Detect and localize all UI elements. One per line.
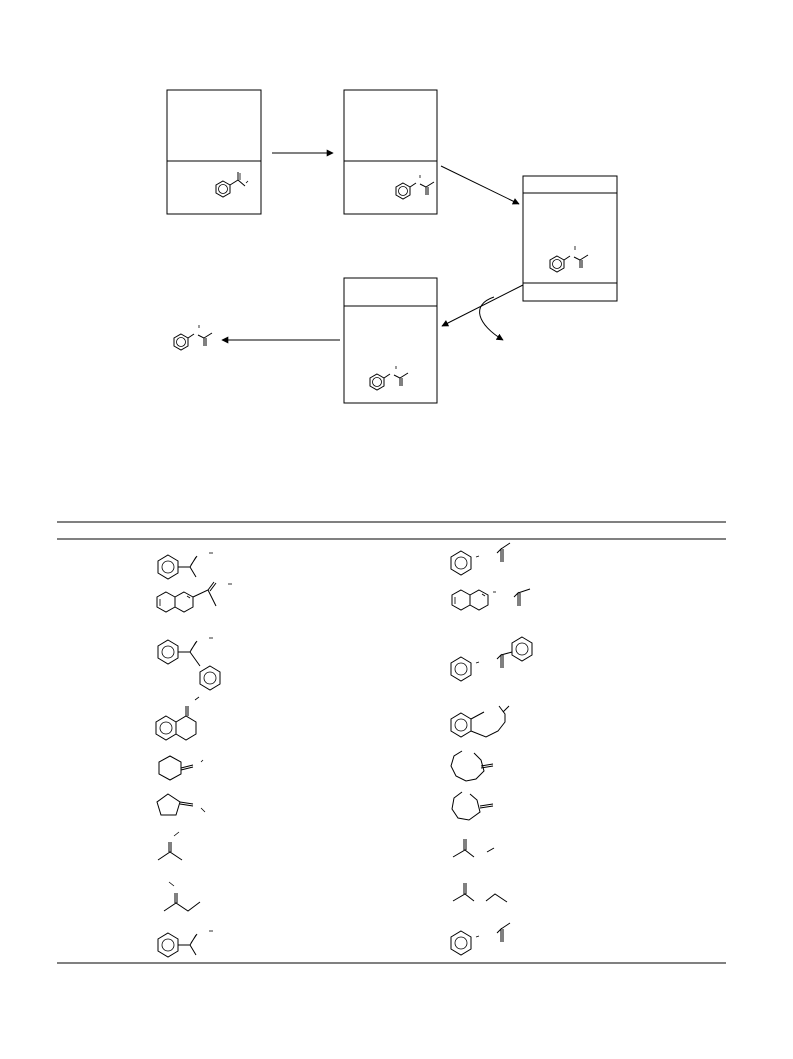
substrate-structure bbox=[157, 930, 213, 958]
table-row bbox=[156, 581, 531, 613]
arrow-3 bbox=[441, 284, 524, 327]
product-structure bbox=[450, 636, 533, 682]
substrate-structure bbox=[157, 552, 213, 580]
product-structure bbox=[450, 750, 494, 782]
product-structure bbox=[450, 705, 510, 738]
vessel-3-structure bbox=[549, 246, 589, 273]
substrate-structure bbox=[158, 755, 204, 781]
substrate-structure bbox=[163, 881, 201, 912]
table-row bbox=[156, 791, 494, 821]
substrate-structure bbox=[155, 696, 200, 741]
table-row bbox=[157, 636, 533, 691]
vessel-1 bbox=[166, 89, 262, 215]
substrate-structure bbox=[157, 637, 221, 691]
vessel-3 bbox=[522, 175, 618, 302]
arrow-2 bbox=[440, 165, 520, 205]
organic-phase bbox=[522, 192, 618, 284]
substrate-structure bbox=[156, 581, 232, 613]
product-structure bbox=[450, 922, 511, 956]
table-row bbox=[158, 750, 494, 782]
final-product-structure bbox=[173, 325, 213, 351]
substrate-structure bbox=[156, 793, 206, 816]
vessel-4 bbox=[343, 277, 438, 404]
table-row bbox=[163, 881, 508, 912]
vessel-2-structure bbox=[395, 175, 435, 200]
table-row bbox=[157, 831, 495, 861]
vessel-2 bbox=[343, 89, 438, 215]
table-row bbox=[157, 922, 511, 958]
table-row bbox=[157, 542, 511, 580]
solid-layer bbox=[522, 282, 618, 302]
product-structure bbox=[451, 588, 531, 611]
arrow-waste bbox=[479, 296, 504, 341]
product-structure bbox=[451, 791, 494, 821]
product-structure bbox=[452, 883, 508, 903]
substrate-structure bbox=[157, 831, 183, 861]
product-structure bbox=[450, 542, 511, 576]
organic-phase bbox=[343, 305, 438, 404]
table-row bbox=[155, 696, 510, 741]
organic-phase bbox=[343, 160, 438, 215]
vessel-1-structure bbox=[215, 172, 249, 198]
vessel-4-structure bbox=[369, 366, 409, 391]
organic-phase bbox=[166, 160, 262, 215]
product-structure bbox=[452, 839, 495, 858]
